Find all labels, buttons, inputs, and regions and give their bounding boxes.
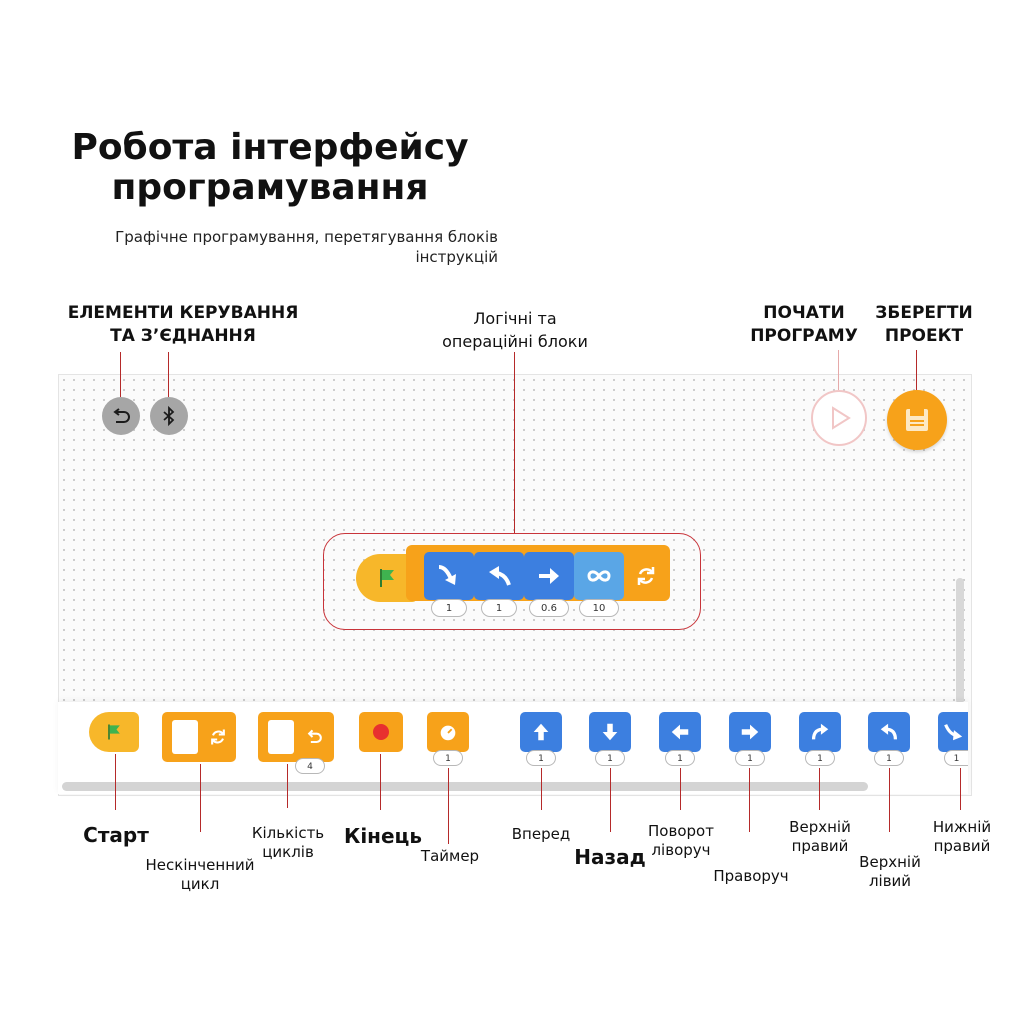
bluetooth-button[interactable]: [150, 397, 188, 435]
program-loop-end[interactable]: [624, 552, 668, 600]
palette-top-left-block[interactable]: [868, 712, 910, 752]
page-title: Робота інтерфейсу програмування: [71, 127, 469, 208]
label-turn-right: Праворуч: [713, 867, 789, 885]
callout-line: [115, 754, 116, 810]
play-icon: [832, 406, 851, 430]
callout-line: [680, 768, 681, 810]
arrow-up-icon: [533, 723, 549, 741]
program-param-input[interactable]: 1: [481, 599, 517, 617]
callout-line: [380, 754, 381, 810]
callout-line: [889, 768, 890, 832]
program-block-turn-right[interactable]: [424, 552, 474, 600]
callout-line: [916, 350, 917, 390]
callout-line: [200, 764, 201, 832]
callout-line: [287, 764, 288, 808]
program-highlight: [323, 533, 701, 630]
loop-back-icon: [307, 729, 322, 744]
program-block-right[interactable]: [524, 552, 574, 600]
palette-back-param[interactable]: 1: [595, 750, 625, 766]
program-block-repeat[interactable]: [574, 552, 624, 600]
save-icon: [906, 409, 928, 431]
palette-end-block[interactable]: [359, 712, 403, 752]
stop-icon: [373, 724, 389, 740]
label-back: Назад: [574, 845, 646, 869]
play-button[interactable]: [811, 390, 867, 446]
palette-start-block[interactable]: [89, 712, 139, 752]
program-param-input[interactable]: 10: [579, 599, 619, 617]
program-param-input[interactable]: 1: [431, 599, 467, 617]
label-forward: Вперед: [511, 825, 571, 843]
palette-top-right-param[interactable]: 1: [805, 750, 835, 766]
label-timer: Таймер: [420, 847, 480, 865]
palette-turn-left-param[interactable]: 1: [665, 750, 695, 766]
horizontal-scrollbar[interactable]: [62, 782, 868, 791]
callout-line: [514, 352, 515, 533]
curve-right-arrow-icon: [438, 565, 456, 585]
program-block-turn-left[interactable]: [474, 552, 524, 600]
program-param-input[interactable]: 0.6: [529, 599, 569, 617]
flag-icon: [380, 569, 394, 587]
arrow-down-icon: [602, 723, 618, 741]
callout-line: [838, 350, 839, 390]
timer-icon: [440, 725, 456, 741]
callout-line: [610, 768, 611, 832]
page-subtitle: Графічне програмування, перетягування бл…: [115, 228, 498, 266]
callout-start-program: ПОЧАТИ ПРОГРАМУ: [750, 303, 858, 346]
label-infinite-loop: Нескінченний цикл: [145, 856, 255, 893]
palette-timer-block[interactable]: [427, 712, 469, 752]
palette-top-right-block[interactable]: [799, 712, 841, 752]
label-bottom-right: Нижній правий: [932, 818, 992, 855]
label-end: Кінець: [343, 824, 423, 848]
arrow-right-icon: [741, 724, 759, 740]
callout-save-project: ЗБЕРЕГТИ ПРОЕКТ: [875, 303, 973, 346]
save-button[interactable]: [887, 390, 947, 450]
bluetooth-icon: [163, 405, 175, 427]
palette-top-left-param[interactable]: 1: [874, 750, 904, 766]
palette-loop-count-param[interactable]: 4: [295, 758, 325, 774]
flag-icon: [108, 724, 120, 740]
undo-icon: [113, 408, 130, 423]
callout-line: [448, 768, 449, 844]
palette-back-block[interactable]: [589, 712, 631, 752]
callout-logic-blocks: Логічні та операційні блоки: [442, 309, 588, 351]
label-turn-left: Поворот ліворуч: [648, 822, 714, 859]
loop-icon: [211, 729, 225, 745]
curve-up-right-icon: [811, 723, 829, 740]
curve-up-left-icon: [880, 723, 898, 740]
loop-icon: [637, 567, 655, 585]
callout-line: [819, 768, 820, 810]
callout-line: [960, 768, 961, 810]
palette-forward-param[interactable]: 1: [526, 750, 556, 766]
label-start: Старт: [83, 823, 149, 847]
infinity-icon: [587, 570, 611, 582]
palette-forward-block[interactable]: [520, 712, 562, 752]
vertical-scrollbar[interactable]: [956, 578, 964, 704]
label-top-left: Верхній лівий: [859, 853, 921, 890]
arrow-left-icon: [671, 724, 689, 740]
palette-turn-right-param[interactable]: 1: [735, 750, 765, 766]
palette-infinite-loop-block[interactable]: [162, 712, 236, 762]
palette-bottom-right-param[interactable]: 1: [944, 750, 968, 766]
palette-bottom-right-block[interactable]: [938, 712, 968, 752]
callout-line: [749, 768, 750, 832]
callout-controls: ЕЛЕМЕНТИ КЕРУВАННЯ ТА З’ЄДНАННЯ: [67, 303, 299, 346]
palette-turn-left-block[interactable]: [659, 712, 701, 752]
palette-timer-param[interactable]: 1: [433, 750, 463, 766]
palette-turn-right-block[interactable]: [729, 712, 771, 752]
arrow-right-icon: [539, 568, 559, 584]
curve-left-arrow-icon: [489, 566, 511, 586]
curve-down-right-icon: [944, 724, 963, 741]
label-top-right: Верхній правий: [789, 818, 851, 855]
undo-button[interactable]: [102, 397, 140, 435]
palette-loop-count-block[interactable]: [258, 712, 334, 762]
callout-line: [120, 352, 121, 397]
label-loop-count: Кількість циклів: [251, 824, 325, 861]
callout-line: [541, 768, 542, 810]
callout-line: [168, 352, 169, 397]
